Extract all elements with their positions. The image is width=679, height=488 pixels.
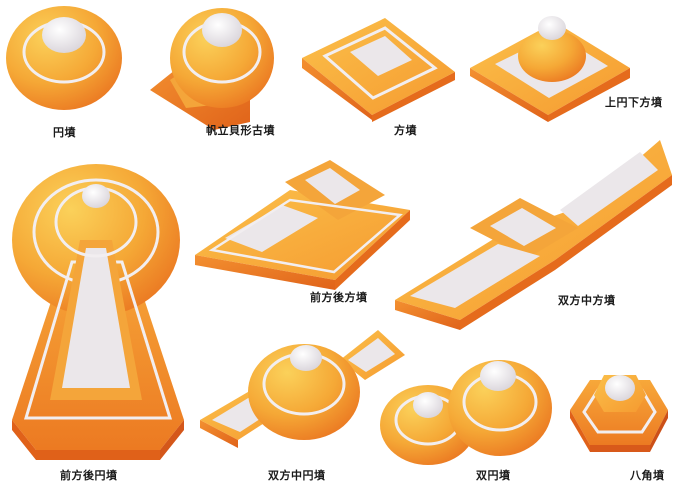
label-sohochuho: 双方中方墳	[558, 294, 616, 307]
soen-illustration	[380, 360, 552, 465]
label-hofun: 方墳	[394, 124, 417, 137]
label-enpun: 円墳	[53, 126, 76, 139]
enpun-illustration	[6, 6, 122, 110]
label-sohochuen: 双方中円墳	[268, 469, 326, 482]
zenpokoen-illustration	[12, 164, 184, 460]
zenpokoho-illustration	[195, 160, 410, 290]
hotate-illustration	[150, 8, 274, 130]
label-hakkaku: 八角墳	[630, 469, 665, 482]
label-hotate: 帆立貝形古墳	[206, 124, 275, 137]
sohochuho-illustration	[395, 140, 672, 330]
sohochuen-illustration	[200, 330, 405, 448]
jouen-illustration	[470, 16, 630, 122]
hakkaku-illustration	[570, 375, 668, 452]
label-zenpokoen: 前方後円墳	[60, 469, 118, 482]
hofun-illustration	[302, 18, 455, 122]
label-jouen: 上円下方墳	[605, 96, 663, 109]
label-soen: 双円墳	[476, 469, 511, 482]
label-zenpokoho: 前方後方墳	[310, 291, 368, 304]
